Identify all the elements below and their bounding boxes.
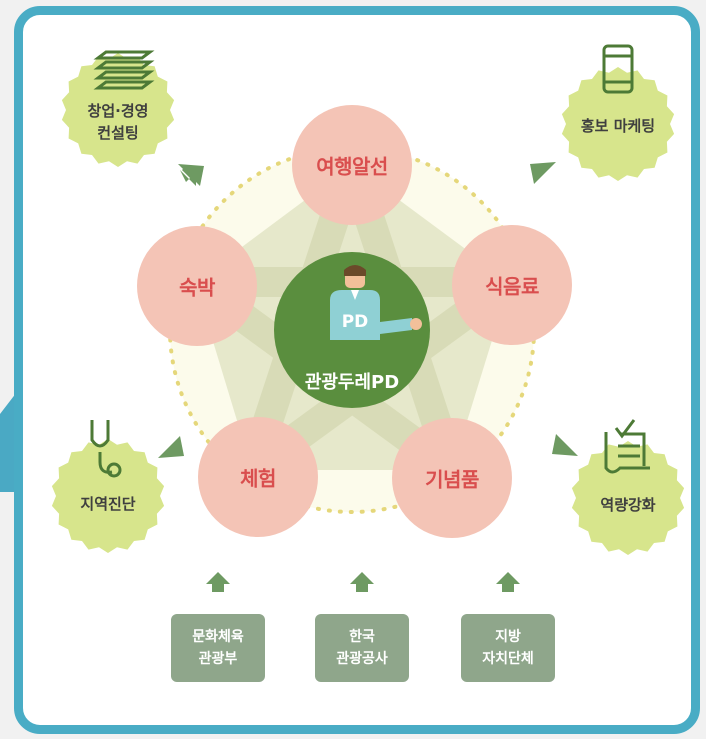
service-label-food: 식음료 <box>485 274 539 299</box>
center-label: 관광두레PD <box>304 372 400 393</box>
support-badge-marketing <box>561 67 675 181</box>
service-circle-experience <box>198 417 318 537</box>
agency-ministry: 문화체육 관광부 <box>171 614 265 682</box>
stethoscope-icon <box>90 420 122 478</box>
pd-badge-text: PD <box>341 312 369 332</box>
arrow-consulting <box>178 164 204 186</box>
stacked-papers-icon <box>93 50 155 90</box>
arrow-diagnosis <box>158 436 184 458</box>
support-label-consulting: 창업·경영 컨설팅 <box>87 102 149 142</box>
support-badge-diagnosis <box>51 439 165 553</box>
pd-person-icon <box>330 265 422 340</box>
service-label-souvenir: 기념품 <box>425 467 479 492</box>
service-label-experience: 체험 <box>240 466 276 491</box>
smartphone-icon <box>602 44 634 94</box>
support-badge-capacity <box>571 441 685 555</box>
support-label-capacity: 역량강화 <box>600 496 656 514</box>
agency-kto-line1: 한국 <box>349 629 375 645</box>
up-arrow-ministry <box>206 572 230 592</box>
agency-kto-line2: 관광공사 <box>336 651 388 667</box>
service-circle-food <box>452 225 572 345</box>
agency-ministry-line1: 문화체육 <box>192 629 244 645</box>
agency-local-gov-line1: 지방 <box>495 629 521 645</box>
service-circle-souvenir <box>392 418 512 538</box>
agency-local-gov: 지방 자치단체 <box>461 614 555 682</box>
service-circle-travel <box>292 105 412 225</box>
arrow-marketing <box>530 162 556 184</box>
up-arrow-local-gov <box>496 572 520 592</box>
arrow-capacity <box>552 434 578 456</box>
agency-kto: 한국 관광공사 <box>315 614 409 682</box>
up-arrow-kto <box>350 572 374 592</box>
service-label-lodging: 숙박 <box>179 275 215 300</box>
support-label-diagnosis: 지역진단 <box>80 495 136 513</box>
service-circle-lodging <box>137 226 257 346</box>
support-label-marketing: 홍보 마케팅 <box>580 117 656 135</box>
service-label-travel: 여행알선 <box>316 154 388 179</box>
checklist-icon <box>604 419 650 474</box>
agency-local-gov-line2: 자치단체 <box>482 651 534 667</box>
agency-ministry-line2: 관광부 <box>198 651 238 667</box>
